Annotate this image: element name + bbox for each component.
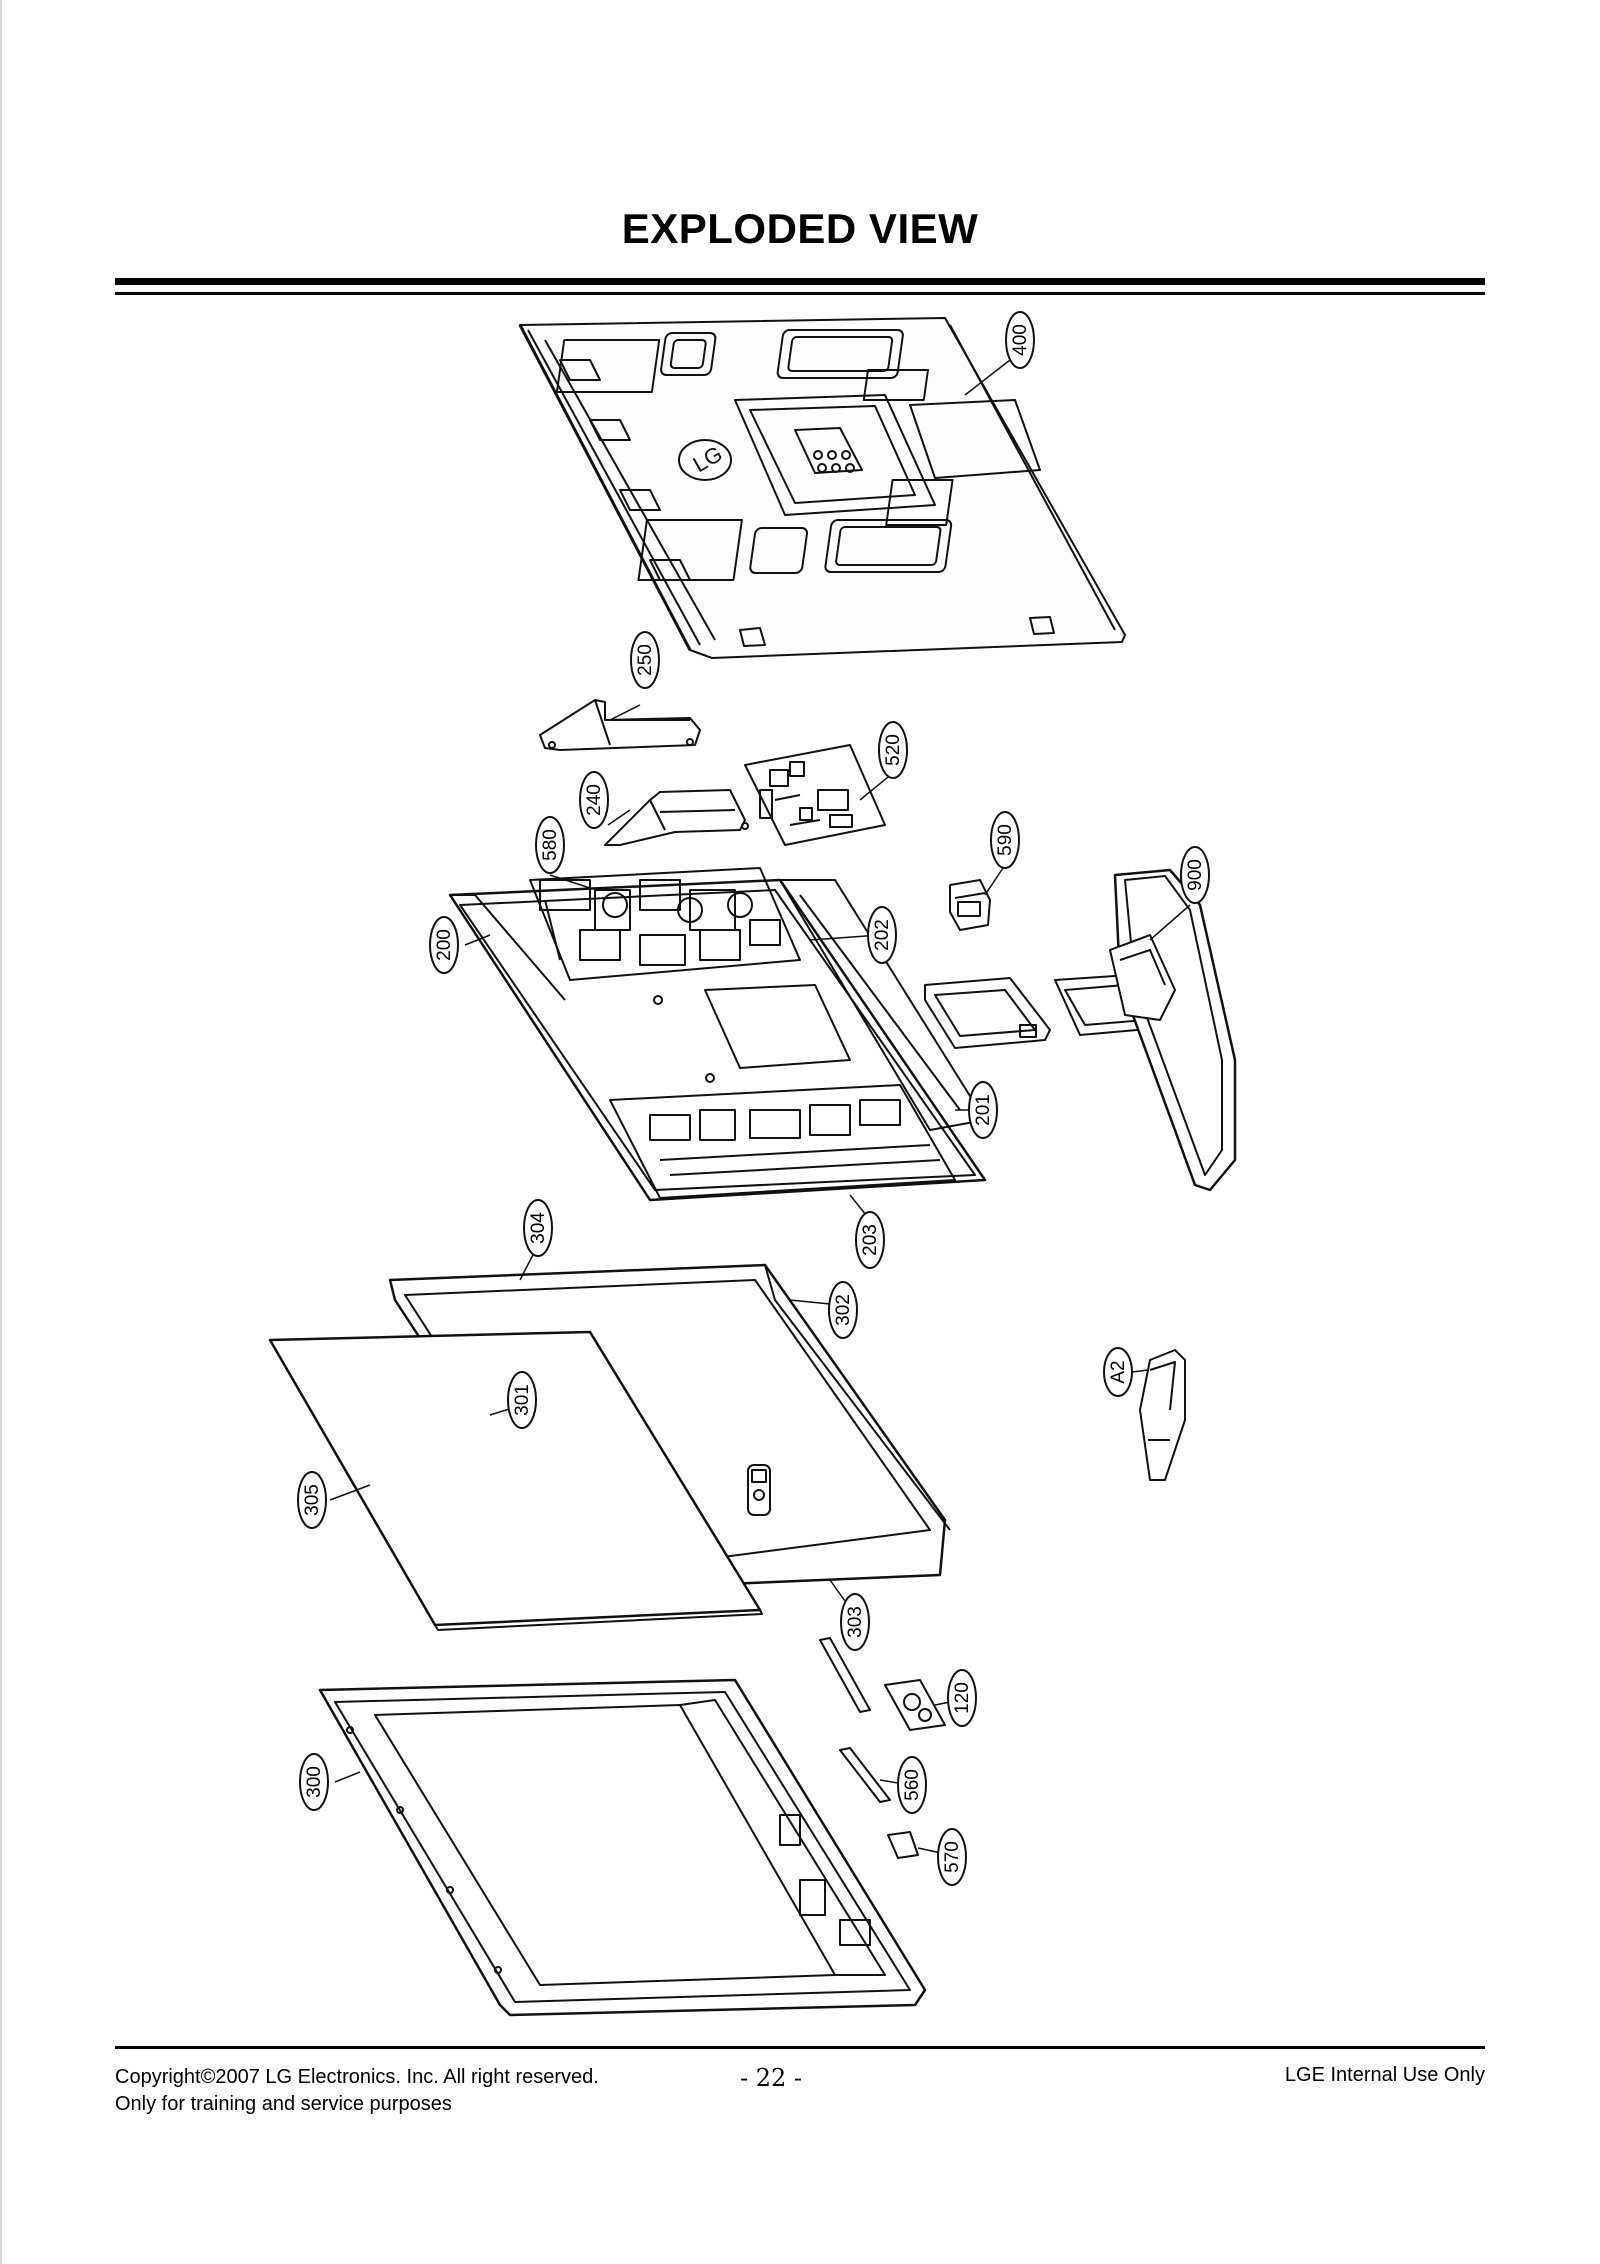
callout-text-203: 203 xyxy=(860,1224,881,1256)
callout-text-304: 304 xyxy=(528,1212,549,1244)
callout-text-570: 570 xyxy=(942,1841,963,1873)
part-chassis xyxy=(448,867,987,1202)
callout-label-120: 120 xyxy=(947,1669,977,1727)
part-small-components xyxy=(819,1637,946,1859)
callout-label-250: 250 xyxy=(630,631,660,689)
title-rule-thick xyxy=(115,278,1485,285)
title-rule-thin xyxy=(115,292,1485,295)
callout-text-400: 400 xyxy=(1010,324,1031,356)
callout-label-900: 900 xyxy=(1180,846,1210,904)
callout-label-240: 240 xyxy=(579,771,609,829)
callout-text-250: 250 xyxy=(635,644,656,676)
footer-classification: LGE Internal Use Only xyxy=(1284,2064,1485,2086)
callout-label-570: 570 xyxy=(937,1828,967,1886)
callout-text-520: 520 xyxy=(883,734,904,766)
callout-label-201: 201 xyxy=(968,1081,998,1139)
callout-label-304: 304 xyxy=(523,1199,553,1257)
part-590-module xyxy=(949,879,991,931)
part-a2-bracket xyxy=(1139,1349,1186,1481)
callout-text-900: 900 xyxy=(1185,859,1206,891)
callout-text-202: 202 xyxy=(872,919,893,951)
callout-label-590: 590 xyxy=(990,811,1020,869)
footer-page-number: - 22 - xyxy=(740,2064,803,2092)
callout-label-520: 520 xyxy=(878,721,908,779)
callout-text-301: 301 xyxy=(512,1384,533,1416)
callout-text-590: 590 xyxy=(995,824,1016,856)
callout-label-305: 305 xyxy=(297,1471,327,1529)
callout-text-201: 201 xyxy=(973,1094,994,1126)
part-main-board xyxy=(744,744,886,846)
footer-copyright: Copyright©2007 LG Electronics. Inc. All … xyxy=(115,2064,599,2118)
part-panel-glass xyxy=(268,1330,763,1631)
footer-rule xyxy=(115,2046,1485,2049)
callout-text-200: 200 xyxy=(434,929,455,961)
callout-text-303: 303 xyxy=(845,1606,866,1638)
callout-label-203: 203 xyxy=(855,1211,885,1269)
callout-label-300: 300 xyxy=(299,1753,329,1811)
callout-text-560: 560 xyxy=(902,1769,923,1801)
page-title: EXPLODED VIEW xyxy=(621,205,979,252)
callout-text-240: 240 xyxy=(584,784,605,816)
callout-label-560: 560 xyxy=(897,1756,927,1814)
part-stand-base xyxy=(1109,868,1237,1192)
callout-label-301: 301 xyxy=(507,1371,537,1429)
part-bracket-240 xyxy=(604,789,749,846)
part-bracket-250 xyxy=(539,699,701,751)
callout-label-303: 303 xyxy=(840,1593,870,1651)
callout-label-200: 200 xyxy=(429,916,459,974)
callout-text-580: 580 xyxy=(540,829,561,861)
callout-text-120: 120 xyxy=(952,1682,973,1714)
part-front-cabinet xyxy=(318,1678,927,2017)
callout-label-302: 302 xyxy=(828,1281,858,1339)
part-back-cover: LG xyxy=(518,317,1126,659)
lg-logo-icon xyxy=(678,439,732,481)
callout-text-300: 300 xyxy=(304,1766,325,1798)
callout-label-a2: A2 xyxy=(1103,1347,1133,1397)
footer-copyright-line2: Only for training and service purposes xyxy=(115,2093,452,2115)
callout-text-302: 302 xyxy=(833,1294,854,1326)
callout-text-a2: A2 xyxy=(1108,1360,1129,1383)
footer-copyright-line1: Copyright©2007 LG Electronics. Inc. All … xyxy=(115,2066,599,2088)
callout-label-202: 202 xyxy=(867,906,897,964)
callout-label-400: 400 xyxy=(1005,311,1035,369)
callout-label-580: 580 xyxy=(535,816,565,874)
callout-text-305: 305 xyxy=(302,1484,323,1516)
